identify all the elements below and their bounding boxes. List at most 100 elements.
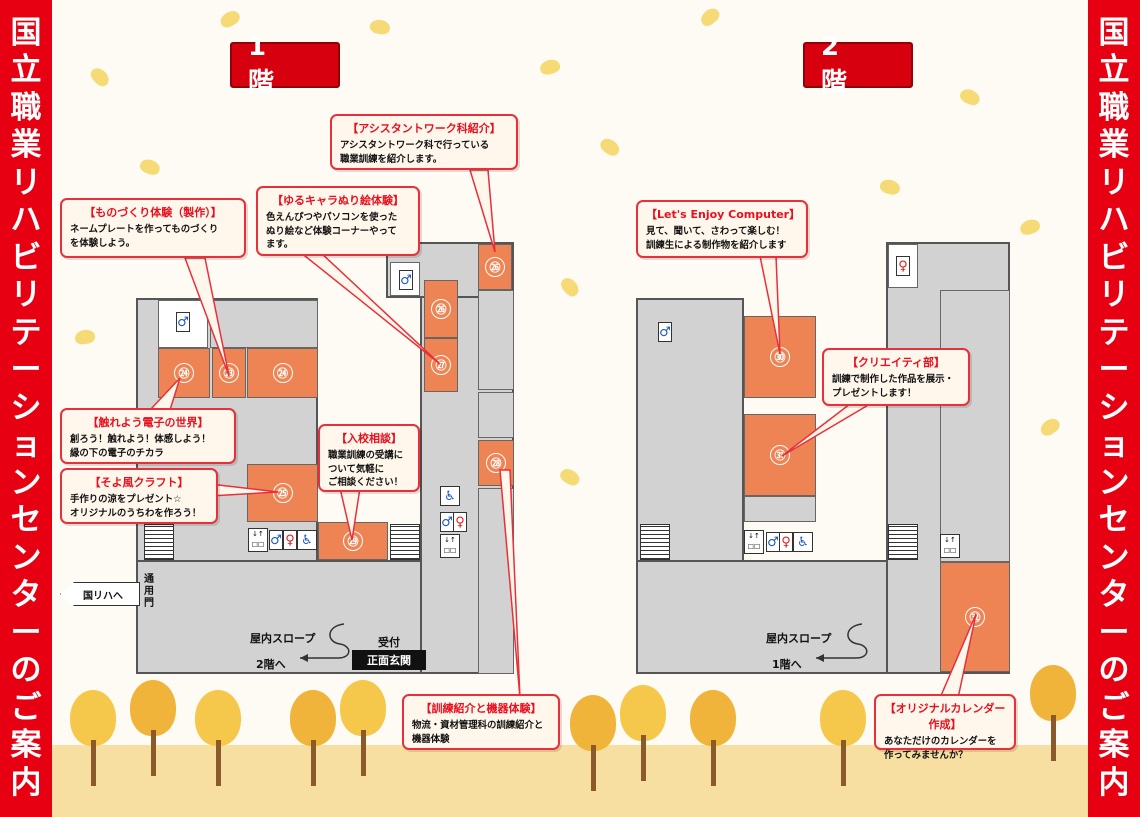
room-24-left[interactable]: ㉔ [158, 348, 210, 398]
callout-calendar: 【オリジナルカレンダー作成】 あなただけのカレンダーを 作ってみませんか？ [874, 694, 1016, 761]
callout-body: 物流・資材管理科の訓練紹介と 機器体験 [412, 720, 544, 745]
callout-title: 【オリジナルカレンダー作成】 [884, 702, 1006, 731]
female-toilet-icon: ♀ [283, 530, 297, 550]
callout-computer: 【Let's Enjoy Computer】 見て、聞いて、さわって楽しむ！ 訓… [636, 200, 808, 258]
male-toilet-icon: ♂ [176, 312, 190, 332]
room-number: ㉔ [272, 363, 293, 383]
wheelchair-icon: ♿ [440, 486, 460, 506]
callout-craft: 【そよ風クラフト】 手作りの涼をプレゼント☆ オリジナルのうちわを作ろう！ [60, 468, 218, 524]
banner-char: ョ [10, 427, 42, 464]
room-number: ㉗ [431, 355, 451, 375]
stairs-icon [144, 524, 174, 560]
banner-char: セ [10, 502, 42, 539]
callout-body: 職業訓練の受講に ついて気軽に ご相談ください！ [328, 450, 404, 489]
banner-char: ン [10, 539, 42, 576]
callout-title: 【クリエイティ部】 [846, 356, 946, 369]
to-2f-label: 2階へ [256, 658, 286, 671]
female-toilet-icon: ♀ [779, 532, 793, 552]
banner-char: ご [10, 689, 42, 726]
to-1f-label: 1階へ [772, 658, 802, 671]
elevator-icon: ↓↑☐☐ [248, 528, 268, 552]
wheelchair-icon: ♿ [793, 532, 813, 552]
banner-char: 立 [1098, 52, 1130, 89]
banner-char: ー [1098, 352, 1130, 389]
stairs-icon [888, 524, 918, 560]
room-number: ㉘ [486, 453, 506, 473]
room-26[interactable]: ㉖ [424, 280, 458, 338]
callout-body: 創ろう！触れよう！体感しよう！ 縁の下の電子のチカラ [70, 434, 211, 459]
callout-body: ネームプレートを作ってものづくり を体験しよう。 [70, 224, 219, 249]
banner-char: ー [10, 614, 42, 651]
banner-char: ン [1098, 539, 1130, 576]
banner-char: ン [10, 464, 42, 501]
room-27[interactable]: ㉗ [424, 338, 458, 392]
banner-char: ビ [10, 239, 42, 276]
stairs-icon [390, 524, 420, 560]
callout-kunren: 【訓練紹介と機器体験】 物流・資材管理科の訓練紹介と 機器体験 [402, 694, 560, 750]
banner-char: 内 [1098, 764, 1130, 801]
reception-label: 受付 [378, 636, 400, 649]
room-30[interactable]: ㉚ [744, 316, 816, 398]
banner-char: テ [1098, 314, 1130, 351]
banner-char: 職 [1098, 89, 1130, 126]
callout-body: 色えんぴつやパソコンを使った ぬり絵など体験コーナーやって ます。 [266, 212, 398, 251]
floor-1-title: 1 階 [230, 32, 340, 98]
elevator-icon: ↓↑☐☐ [440, 534, 460, 558]
room-number: ㉔ [174, 363, 194, 383]
elevator-icon: ↓↑☐☐ [940, 534, 960, 558]
room-block [478, 392, 514, 438]
callout-title: 【触れよう電子の世界】 [87, 416, 209, 429]
stairs-icon [640, 524, 670, 560]
banner-char: 業 [10, 127, 42, 164]
callout-title: 【Let's Enjoy Computer】 [646, 208, 801, 221]
slope-label-2f: 屋内スロープ [766, 632, 832, 645]
banner-char: 内 [10, 764, 42, 801]
banner-char: ン [1098, 464, 1130, 501]
banner-text-right: 国立職業リハビリテーションセンターのご案内 [1099, 15, 1130, 803]
banner-char: テ [10, 314, 42, 351]
banner-char: シ [1098, 389, 1130, 426]
banner-char: ョ [1098, 427, 1130, 464]
room-24-right[interactable]: ㉔ [247, 348, 318, 398]
arrow-left-icon [816, 623, 868, 659]
room-block [744, 496, 816, 522]
male-toilet-icon: ♂ [269, 530, 283, 550]
room-number: ㉖ [431, 299, 451, 319]
room-31[interactable]: ㉛ [744, 414, 816, 496]
banner-char: の [10, 652, 42, 689]
room-number: ㉛ [770, 445, 790, 465]
callout-body: 手作りの涼をプレゼント☆ オリジナルのうちわを作ろう！ [70, 494, 202, 519]
callout-assistant: 【アシスタントワーク科紹介】 アシスタントワーク科で行っている 職業訓練を紹介し… [330, 114, 518, 170]
exit-arrow-kokuriha[interactable]: 国リハへ [60, 582, 140, 606]
main-entrance[interactable]: 正面玄関 [352, 650, 426, 670]
banner-char: ビ [1098, 239, 1130, 276]
banner-char: の [1098, 652, 1130, 689]
banner-char: 国 [10, 14, 42, 51]
male-toilet-icon: ♂ [658, 322, 672, 342]
banner-text-left: 国立職業リハビリテーションセンターのご案内 [11, 15, 42, 803]
side-banner-right: 国立職業リハビリテーションセンターのご案内 [1088, 0, 1140, 817]
callout-body: 見て、聞いて、さわって楽しむ！ 訓練生による制作物を紹介します [646, 226, 787, 251]
male-toilet-icon: ♂ [399, 270, 413, 290]
arrow-left-icon [816, 654, 824, 662]
arrow-left-icon [300, 623, 350, 659]
banner-char: リ [10, 277, 42, 314]
banner-char: リ [1098, 277, 1130, 314]
callout-body: 訓練で制作した作品を展示・ プレゼントします！ [832, 374, 954, 399]
callout-creative: 【クリエイティ部】 訓練で制作した作品を展示・ プレゼントします！ [822, 348, 970, 406]
banner-char: シ [10, 389, 42, 426]
room-number: ㉖ [485, 257, 505, 277]
banner-char: タ [10, 577, 42, 614]
leader-assistant [468, 169, 496, 253]
female-toilet-icon: ♀ [896, 256, 910, 276]
callout-body: アシスタントワーク科で行っている 職業訓練を紹介します。 [340, 140, 490, 165]
banner-char: 案 [1098, 727, 1130, 764]
callout-denshi: 【触れよう電子の世界】 創ろう！触れよう！体感しよう！ 縁の下の電子のチカラ [60, 408, 236, 464]
room-block [940, 290, 1010, 562]
callout-title: 【そよ風クラフト】 [89, 476, 189, 489]
wheelchair-icon: ♿ [297, 530, 317, 550]
banner-char: 業 [1098, 127, 1130, 164]
banner-char: 国 [1098, 14, 1130, 51]
